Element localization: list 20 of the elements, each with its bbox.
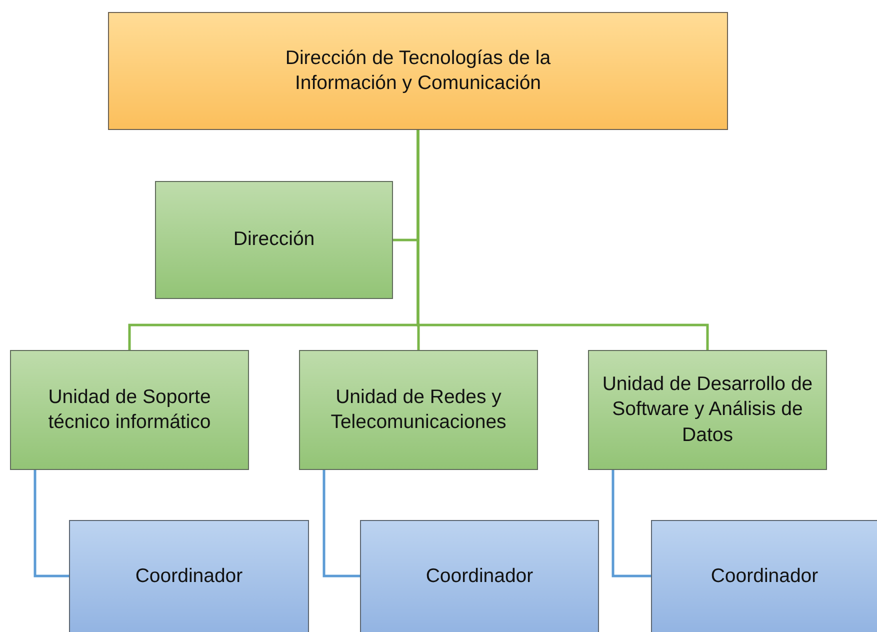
box-label: Dirección [233, 227, 315, 252]
org-box [651, 520, 877, 632]
box-label: Unidad de Soporte técnico informático [47, 384, 212, 435]
org-box [69, 520, 309, 632]
box-label: Coordinador [710, 564, 818, 589]
connector-line [416, 130, 709, 350]
box-label: Unidad de Redes y Telecomunicaciones [330, 384, 508, 435]
connector-line [612, 470, 651, 578]
box-label: Coordinador [135, 564, 243, 589]
box-label: Coordinador [426, 564, 534, 589]
box-label: Unidad de Desarrollo de Software y Análisis de Datos [601, 372, 814, 448]
org-box [108, 12, 728, 130]
org-box [10, 350, 249, 470]
org-box [360, 520, 599, 632]
org-box [299, 350, 538, 470]
box-label: Dirección de Tecnologías de la Información y Comunicación [284, 46, 552, 96]
org-box [588, 350, 827, 470]
connector-line [322, 470, 360, 578]
org-box [155, 181, 393, 299]
connector-line [34, 470, 69, 578]
